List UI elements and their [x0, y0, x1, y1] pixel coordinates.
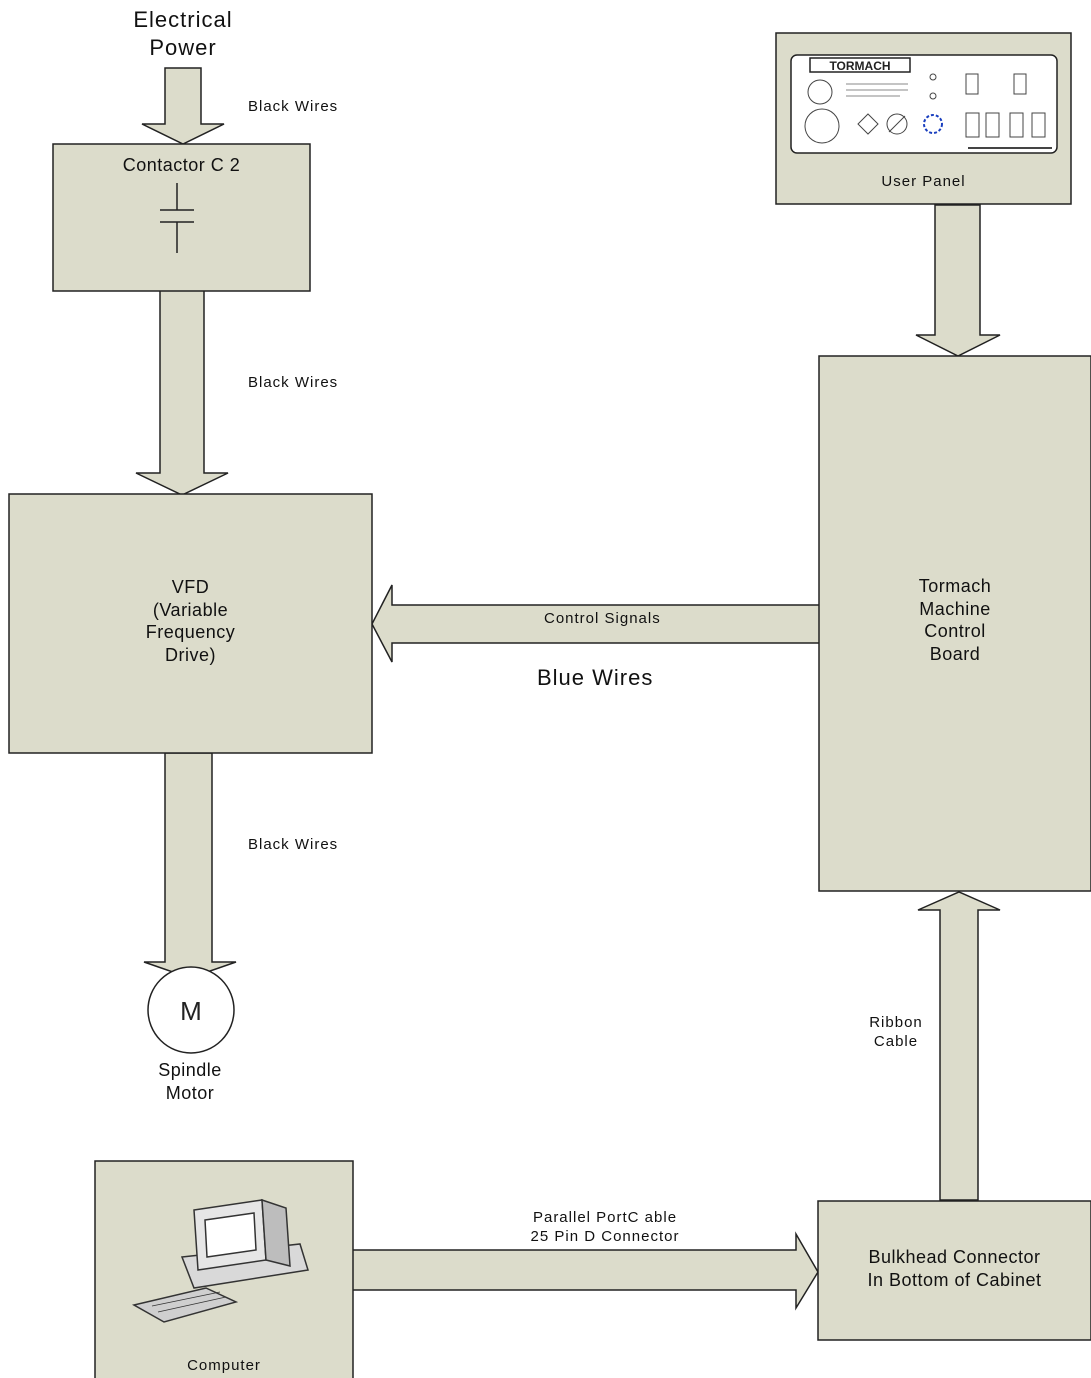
control-board-box — [818, 355, 1091, 892]
black-wires-label-1: Black Wires — [248, 98, 339, 115]
contactor-symbol — [160, 183, 194, 253]
blue-wires-label: Blue Wires — [537, 665, 654, 690]
contactor-label: Contactor C 2 — [122, 155, 241, 175]
black-wires-label-3: Black Wires — [248, 836, 339, 853]
arrow-computer-to-bulkhead — [351, 1231, 819, 1311]
arrow-board-to-vfd — [371, 584, 821, 663]
vfd-label: VFD (Variable Frequency Drive) — [145, 577, 236, 665]
contactor-box — [52, 143, 311, 292]
black-wires-label-2: Black Wires — [248, 374, 339, 391]
arrow-power-to-contactor — [141, 67, 225, 145]
control-signals-label: Control Signals — [544, 610, 661, 627]
vfd-box — [8, 493, 373, 754]
motor-symbol-text: M — [180, 996, 202, 1026]
user-panel-brand: TORMACH — [829, 59, 890, 73]
parallel-port-cable-label: Parallel PortC able 25 Pin D Connector — [530, 1209, 680, 1245]
bulkhead-connector-label: Bulkhead Connector In Bottom of Cabinet — [867, 1247, 1042, 1290]
arrow-vfd-to-motor — [143, 752, 237, 979]
arrow-panel-to-board — [915, 204, 1001, 357]
desktop-computer-icon — [131, 1198, 309, 1323]
spindle-motor-label: Spindle Motor — [158, 1060, 222, 1103]
electrical-power-label: Electrical Power — [133, 7, 233, 60]
control-board-label: Tormach Machine Control Board — [918, 576, 992, 664]
ribbon-cable-label: Ribbon Cable — [869, 1014, 923, 1050]
user-panel-label: User Panel — [881, 173, 966, 190]
computer-label: Computer — [187, 1357, 261, 1374]
arrow-contactor-to-vfd — [135, 289, 229, 496]
arrow-bulkhead-to-board — [917, 891, 1001, 1201]
bulkhead-box — [817, 1200, 1091, 1341]
user-panel-image: TORMACH — [790, 54, 1058, 154]
spindle-motor-symbol — [147, 966, 235, 1054]
